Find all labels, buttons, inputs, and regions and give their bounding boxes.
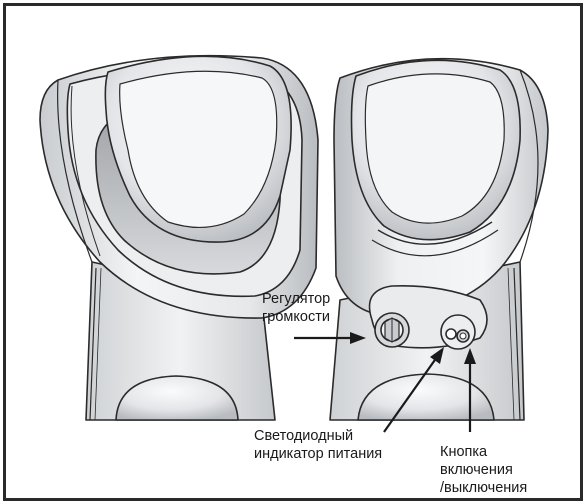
label-volume-line-2: громкости: [262, 308, 330, 326]
label-power-led: Светодиодный индикатор питания: [254, 427, 382, 463]
label-power-line-1: Кнопка: [440, 443, 527, 461]
label-power-line-3: /выключения: [440, 479, 527, 497]
label-power-line-2: включения: [440, 461, 527, 479]
label-led-line-2: индикатор питания: [254, 445, 382, 463]
right-speaker: [330, 59, 548, 420]
label-volume-control: Регулятор громкости: [262, 290, 330, 326]
label-power-button: Кнопка включения /выключения: [440, 443, 527, 497]
label-led-line-1: Светодиодный: [254, 427, 382, 445]
left-speaker: [40, 56, 318, 420]
label-volume-line-1: Регулятор: [262, 290, 330, 308]
